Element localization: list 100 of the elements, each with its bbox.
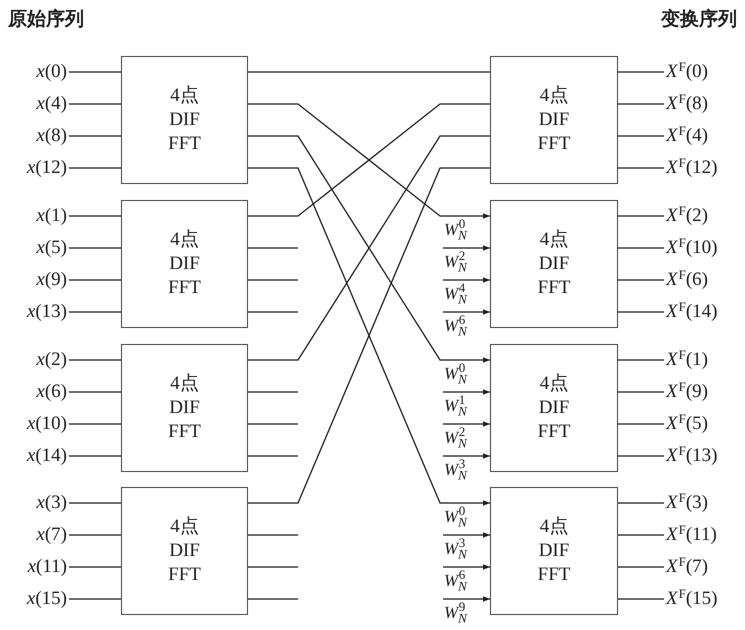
block-label: 4点 DIF FFT [536,372,572,444]
connector-line [69,391,121,393]
input-sample-label: x(0) [36,61,67,83]
connector-line [618,167,664,169]
input-sample-label: x(2) [36,349,67,371]
output-sample-label: X$^{F}$(12) [666,157,718,179]
connector-line [618,71,664,73]
fft-block [490,344,618,472]
fft-block [490,487,618,615]
arrow [443,596,490,602]
connector-line [69,71,121,73]
connector-line [69,502,121,504]
arrow [443,564,490,570]
connector-line [618,359,664,361]
output-sample-label: X$^{F}$(14) [666,301,718,323]
connector-line [69,598,121,600]
block-label: 4点 DIF FFT [167,84,202,156]
output-sample-label: X$^{F}$(9) [666,381,708,403]
connector-line [618,215,664,217]
output-sample-label: X$^{F}$(11) [666,524,717,546]
block-label: 4点 DIF FFT [167,372,202,444]
output-sample-label: X$^{F}$(10) [666,237,718,259]
connector-line [69,103,121,105]
connector-line [248,423,298,425]
connector-line [618,247,664,249]
connector-line [618,311,664,313]
fft-block [121,200,248,328]
output-sample-label: X$^{F}$(5) [666,413,708,435]
connector-line [618,135,664,137]
output-sample-label: X$^{F}$(7) [666,556,708,578]
connector-line [248,279,298,281]
block-label: 4点 DIF FFT [167,228,202,300]
connector-line [69,423,121,425]
connector-line [618,423,664,425]
arrow [443,389,490,395]
connector-line [69,247,121,249]
block-label: 4点 DIF FFT [536,84,572,156]
arrow [443,453,490,459]
connector-line [618,103,664,105]
connector-line [69,455,121,457]
connector-line [618,598,664,600]
input-sample-label: x(14) [26,445,67,467]
block-label: 4点 DIF FFT [167,515,202,587]
arrow [443,277,490,283]
fft-block [490,56,618,184]
arrow [443,421,490,427]
fft-block [121,344,248,472]
input-sample-label: x(3) [36,492,67,514]
arrow [443,309,490,315]
output-sample-label: X$^{F}$(15) [666,588,718,610]
connector-line [248,534,298,536]
connector-line [69,359,121,361]
output-sample-label: X$^{F}$(8) [666,93,708,115]
connector-line [248,566,298,568]
sequence-title: 变换序列 [661,8,737,32]
connector-line [248,455,298,457]
input-sample-label: x(10) [26,413,67,435]
fft-block [121,487,248,615]
block-label: 4点 DIF FFT [536,515,572,587]
connector-line [618,566,664,568]
connector-line [618,502,664,504]
input-sample-label: x(5) [36,237,67,259]
input-sample-label: x(11) [28,556,67,578]
connector-line [248,247,298,249]
connector-line [69,534,121,536]
arrow [443,532,490,538]
connector-line [248,71,490,73]
output-sample-label: X$^{F}$(0) [666,61,708,83]
output-sample-label: X$^{F}$(13) [666,445,718,467]
connector-line [69,167,121,169]
input-sample-label: x(4) [36,93,67,115]
connector-line [69,566,121,568]
connector-line [618,455,664,457]
output-sample-label: X$^{F}$(3) [666,492,708,514]
input-sample-label: x(1) [36,205,67,227]
output-sample-label: X$^{F}$(4) [666,125,708,147]
connector-line [248,391,298,393]
connector-line [69,215,121,217]
input-sample-label: x(15) [26,588,67,610]
input-sample-label: x(9) [36,269,67,291]
connector-line [618,534,664,536]
connector-line [69,311,121,313]
fft-block [121,56,248,184]
block-label: 4点 DIF FFT [536,228,572,300]
output-sample-label: X$^{F}$(1) [666,349,708,371]
fft-block [490,200,618,328]
input-sample-label: x(12) [26,157,67,179]
connector-line [69,279,121,281]
arrow [443,245,490,251]
connector-line [248,598,298,600]
output-sample-label: X$^{F}$(2) [666,205,708,227]
connector-line [618,279,664,281]
input-sample-label: x(7) [36,524,67,546]
input-sample-label: x(8) [36,125,67,147]
input-sample-label: x(13) [26,301,67,323]
output-sample-label: X$^{F}$(6) [666,269,708,291]
connector-line [69,135,121,137]
input-sample-label: x(6) [36,381,67,403]
connector-line [248,311,298,313]
connector-line [618,391,664,393]
